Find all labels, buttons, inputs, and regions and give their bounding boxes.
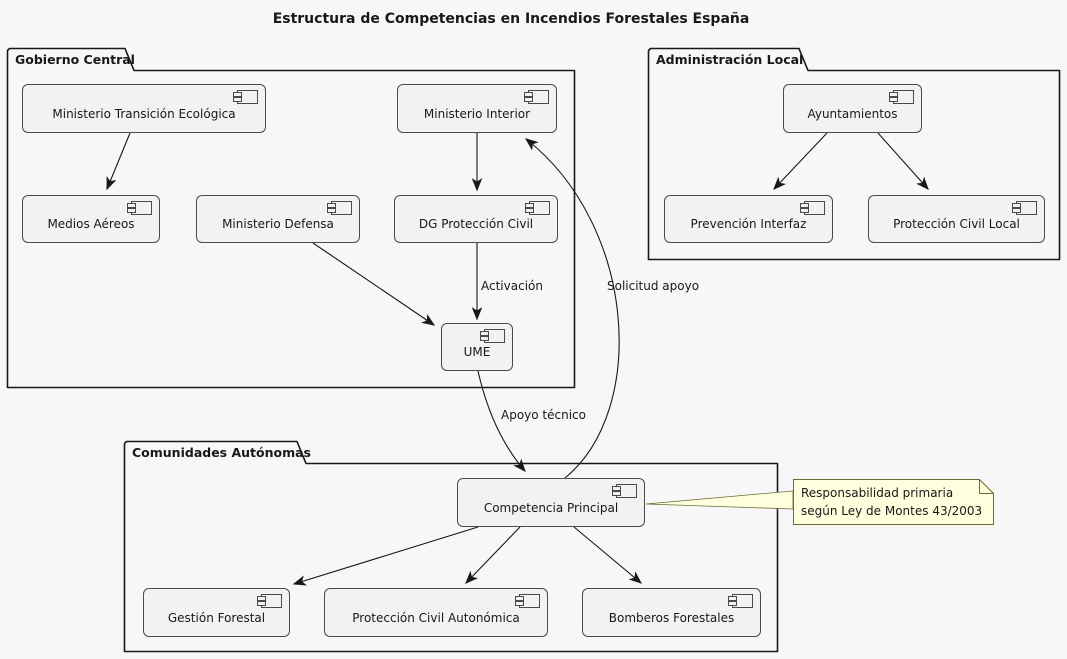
component-icon: [126, 201, 152, 215]
edge-ayuntamientos-to-prevencion: [773, 132, 828, 190]
component-icon: [1011, 201, 1037, 215]
component-ministerio-defensa: Ministerio Defensa: [196, 195, 360, 243]
component-icon: [326, 201, 352, 215]
component-ume: UME: [441, 323, 513, 371]
package-name-gobierno-central: Gobierno Central: [15, 52, 135, 67]
package-outline-comunidades-autonomas: [123, 440, 779, 653]
component-label: Ministerio Interior: [423, 107, 531, 121]
component-gestion-forestal: Gestión Forestal: [143, 588, 290, 637]
edge-label-activacion: Activación: [481, 279, 543, 293]
component-icon: [514, 594, 540, 608]
component-label: UME: [463, 345, 491, 359]
component-label: Gestión Forestal: [167, 611, 266, 625]
edge-ume-to-competencia: [477, 370, 526, 472]
edge-competencia-to-interior: [524, 138, 620, 479]
component-medios-aereos: Medios Aéreos: [22, 195, 160, 243]
component-ayuntamientos: Ayuntamientos: [783, 84, 922, 133]
component-competencia-principal: Competencia Principal: [457, 478, 645, 527]
note-line-2: según Ley de Montes 43/2003: [801, 504, 983, 518]
edge-competencia-to-pcautonomica: [465, 526, 521, 584]
component-ministerio-interior: Ministerio Interior: [397, 84, 557, 133]
component-label: Competencia Principal: [483, 501, 619, 515]
edge-ayuntamientos-to-pclocal: [877, 132, 929, 190]
component-ministerio-transicion-ecologica: Ministerio Transición Ecológica: [22, 84, 266, 133]
component-label: Protección Civil Local: [893, 217, 1020, 231]
component-icon: [888, 90, 914, 104]
package-name-comunidades-autonomas: Comunidades Autónomas: [132, 445, 311, 460]
component-label: Ministerio Defensa: [222, 217, 334, 231]
component-icon: [524, 201, 550, 215]
note-fold-icon: [979, 479, 994, 494]
component-label: Bomberos Forestales: [608, 611, 735, 625]
component-icon: [523, 90, 549, 104]
component-icon: [256, 594, 282, 608]
component-icon: [799, 201, 825, 215]
component-icon: [727, 594, 753, 608]
edge-competencia-to-gestion: [292, 526, 479, 586]
component-label: Ayuntamientos: [807, 107, 898, 121]
edge-competencia-to-bomberos: [573, 526, 643, 584]
edge-label-solicitud-apoyo: Solicitud apoyo: [607, 279, 700, 293]
component-bomberos-forestales: Bomberos Forestales: [582, 588, 761, 637]
package-name-administracion-local: Administración Local: [656, 52, 804, 67]
note-responsabilidad: Responsabilidad primaria según Ley de Mo…: [801, 484, 991, 520]
component-icon: [611, 484, 637, 498]
package-outline-administracion-local: [647, 47, 1061, 261]
component-label: Protección Civil Autonómica: [352, 611, 520, 625]
diagram-title: Estructura de Competencias en Incendios …: [272, 11, 750, 27]
component-proteccion-civil-local: Protección Civil Local: [868, 195, 1045, 243]
component-label: Prevención Interfaz: [690, 217, 807, 231]
component-prevencion-interfaz: Prevención Interfaz: [664, 195, 833, 243]
component-icon: [479, 329, 505, 343]
note-line-1: Responsabilidad primaria: [801, 486, 954, 500]
component-icon: [232, 90, 258, 104]
edge-transicion-to-medios: [106, 132, 131, 191]
component-label: Ministerio Transición Ecológica: [52, 107, 236, 121]
edge-label-apoyo-tecnico: Apoyo técnico: [501, 408, 586, 422]
note-connector: [645, 490, 794, 510]
component-label: Medios Aéreos: [47, 217, 135, 231]
component-proteccion-civil-autonomica: Protección Civil Autonómica: [324, 588, 548, 637]
package-outline-gobierno-central: [6, 47, 576, 389]
edge-defensa-to-ume: [312, 242, 436, 326]
note-body: [793, 479, 994, 525]
component-dg-proteccion-civil: DG Protección Civil: [394, 195, 558, 243]
component-label: DG Protección Civil: [418, 217, 534, 231]
